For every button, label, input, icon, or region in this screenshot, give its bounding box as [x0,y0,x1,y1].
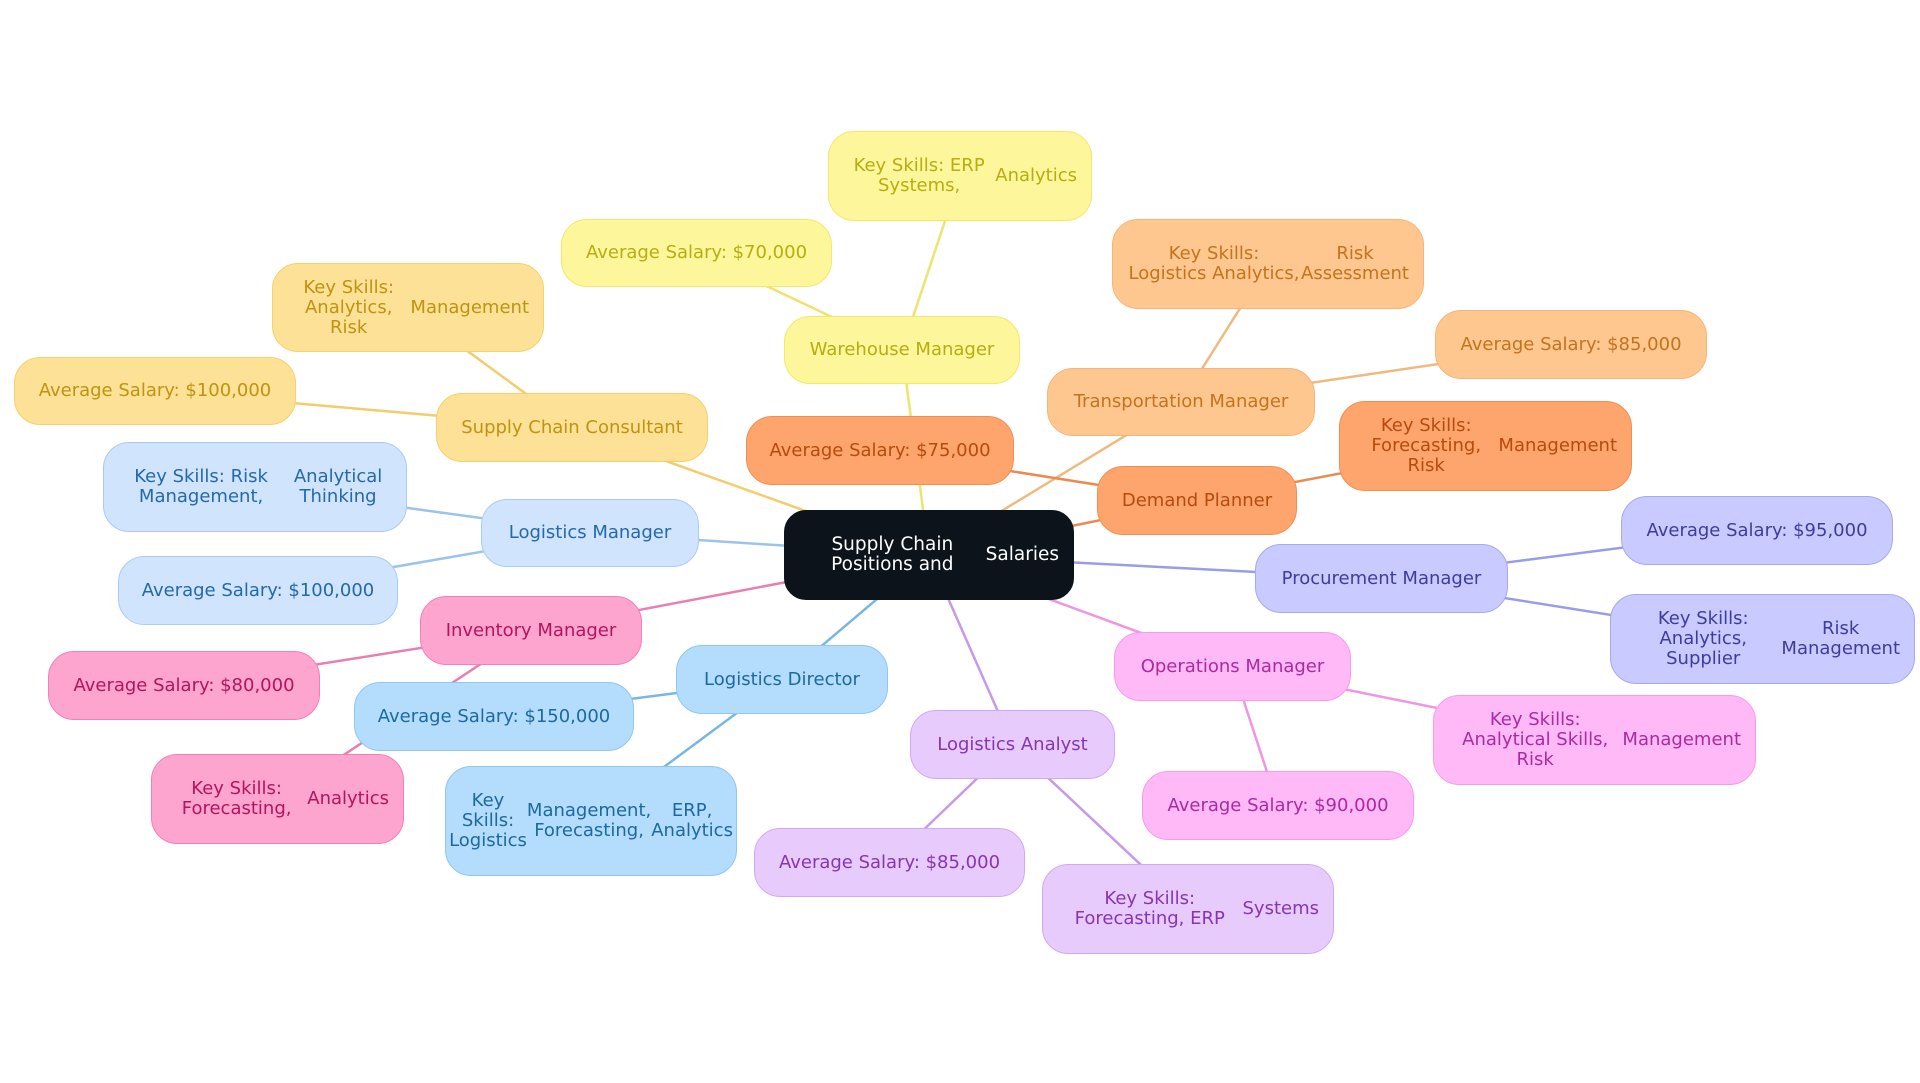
node-pm: Procurement Manager [1255,544,1508,613]
node-scc-skills: Key Skills: Analytics, Risk Management [272,263,544,352]
node-la-skills: Key Skills: Forecasting, ERP Systems [1042,864,1334,954]
node-label-line: Key Skills: ERP Systems, [853,155,985,196]
node-label-line: Key Skills: Forecasting, Risk [1371,415,1482,476]
node-label-line: Logistics Director [704,668,860,690]
node-label-line: Supply Chain Consultant [461,416,683,438]
node-label-line: Warehouse Manager [809,339,995,360]
node-im-skills: Key Skills: Forecasting, Analytics [151,754,404,844]
node-label-line: Analytics [307,788,389,809]
node-la: Logistics Analyst [910,710,1115,779]
node-label-line: Management [1622,729,1741,750]
node-la-salary: Average Salary: $85,000 [754,828,1025,897]
node-scc-salary: Average Salary: $100,000 [14,357,296,425]
node-label-line: Analytical Thinking [293,466,383,507]
node-label-line: Demand Planner [1121,489,1273,511]
node-label-line: Key Skills: Forecasting, [181,778,292,819]
node-label-line: Management, Forecasting, [526,800,652,841]
node-label-line: Average Salary: $70,000 [585,242,808,263]
node-scc: Supply Chain Consultant [436,393,708,462]
node-label-line: Key Skills: Analytics, Supplier [1657,608,1749,669]
node-im: Inventory Manager [420,596,642,665]
node-label-line: Key Skills: Logistics [449,790,527,851]
node-label-line: Average Salary: $85,000 [1460,333,1682,355]
node-label-line: Average Salary: $80,000 [73,674,295,696]
node-label-line: ERP, Analytics [651,800,733,841]
node-label-line: Average Salary: $100,000 [141,579,375,601]
node-tm-skills: Key Skills: Logistics Analytics,Risk Ass… [1112,219,1424,309]
node-dp-salary: Average Salary: $75,000 [746,416,1014,485]
node-label-line: Average Salary: $85,000 [778,851,1001,873]
node-label-line: Key Skills: Forecasting, ERP [1074,888,1225,929]
node-tm: Transportation Manager [1047,368,1315,436]
node-om: Operations Manager [1114,632,1351,701]
node-pm-salary: Average Salary: $95,000 [1621,496,1893,565]
node-label-line: Average Salary: $150,000 [377,705,611,727]
node-pm-skills: Key Skills: Analytics, Supplier Risk Mana… [1610,594,1915,684]
node-label-line: Operations Manager [1140,655,1325,677]
node-label-line: Systems [1242,898,1320,919]
node-tm-salary: Average Salary: $85,000 [1435,310,1707,379]
node-label-line: Management [410,296,529,318]
node-label-line: Management [1498,435,1617,456]
node-lm-salary: Average Salary: $100,000 [118,556,398,625]
node-label-line: Risk Management [1781,618,1900,659]
node-dp-skills: Key Skills: Forecasting, Risk Management [1339,401,1632,491]
node-label-line: Transportation Manager [1073,391,1289,412]
node-om-salary: Average Salary: $90,000 [1142,771,1414,840]
node-label-line: Average Salary: $90,000 [1167,794,1389,816]
node-label-line: Key Skills: Analytical Skills, Risk [1462,709,1609,770]
node-lm: Logistics Manager [481,499,699,567]
node-label-line: Analytics [995,165,1077,186]
node-im-salary: Average Salary: $80,000 [48,651,320,720]
node-ld-salary: Average Salary: $150,000 [354,682,634,751]
node-dp: Demand Planner [1097,466,1297,535]
node-label-line: Logistics Analyst [937,733,1088,755]
node-label-line: Average Salary: $95,000 [1646,519,1868,541]
node-label-line: Key Skills: Logistics Analytics, [1128,243,1300,284]
node-label-line: Procurement Manager [1281,567,1482,589]
node-label-line: Supply Chain Positions and [831,534,954,575]
node-label-line: Average Salary: $100,000 [38,380,272,401]
node-ld: Logistics Director [676,645,888,714]
node-wm-skills: Key Skills: ERP Systems, Analytics [828,131,1092,221]
node-om-skills: Key Skills: Analytical Skills, Risk Manag… [1433,695,1756,785]
root-node: Supply Chain Positions and Salaries [784,510,1074,600]
node-label-line: Average Salary: $75,000 [769,439,991,461]
node-wm: Warehouse Manager [784,316,1020,384]
node-wm-salary: Average Salary: $70,000 [561,219,832,287]
node-lm-skills: Key Skills: Risk Management, Analytical T… [103,442,407,532]
node-label-line: Key Skills: Risk Management, [134,466,268,507]
node-label-line: Key Skills: Analytics, Risk [303,276,395,338]
node-label-line: Logistics Manager [508,522,672,543]
node-label-line: Salaries [985,544,1059,565]
node-label-line: Inventory Manager [445,619,617,641]
node-label-line: Risk Assessment [1301,243,1409,284]
